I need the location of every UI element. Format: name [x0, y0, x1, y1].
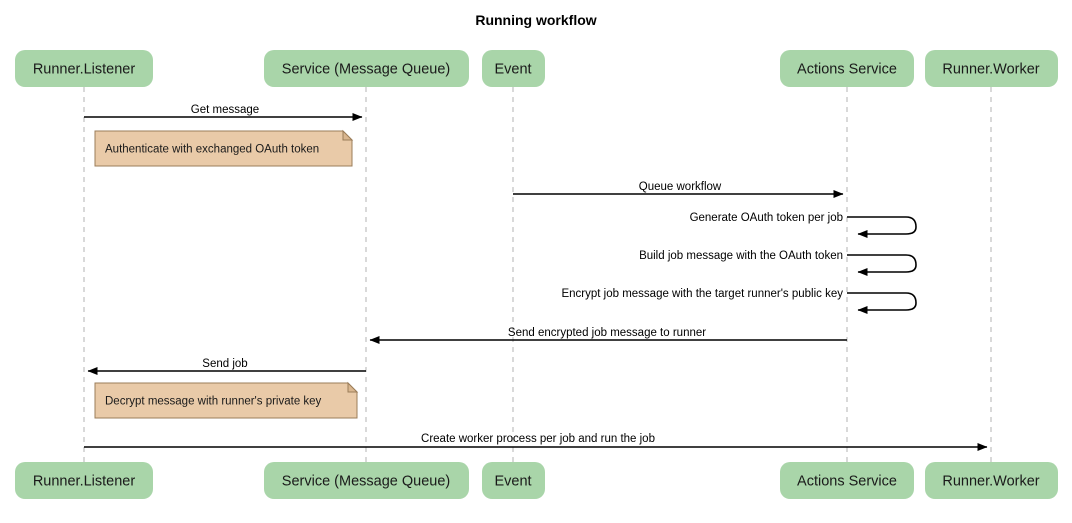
participant-label: Service (Message Queue): [282, 61, 450, 77]
participants-footer: Runner.Listener Service (Message Queue) …: [15, 462, 1058, 499]
participant-box[interactable]: [482, 50, 545, 87]
participant-service-message-queue-top[interactable]: Service (Message Queue): [264, 50, 469, 87]
participant-label: Runner.Listener: [33, 473, 136, 489]
note-authenticate: Authenticate with exchanged OAuth token: [94, 129, 354, 167]
page-title: Running workflow: [475, 12, 596, 28]
participant-event-bottom[interactable]: Event: [482, 462, 545, 499]
self-loop-arrow[interactable]: [847, 292, 917, 314]
participant-box[interactable]: [264, 50, 469, 87]
participant-box[interactable]: [482, 462, 545, 499]
message-label: Get message: [191, 104, 259, 116]
participant-runner-worker-bottom[interactable]: Runner.Worker: [925, 462, 1058, 499]
participant-label: Runner.Worker: [942, 473, 1039, 489]
participant-runner-listener-bottom[interactable]: Runner.Listener: [15, 462, 153, 499]
participant-box[interactable]: [264, 462, 469, 499]
participant-box[interactable]: [780, 50, 914, 87]
message-label: Generate OAuth token per job: [690, 212, 843, 224]
note-shape: [94, 382, 358, 419]
participant-box[interactable]: [15, 462, 153, 499]
participant-box[interactable]: [15, 50, 153, 87]
note-decrypt: Decrypt message with runner's private ke…: [94, 381, 359, 419]
message-get-message[interactable]: Get message: [84, 104, 363, 121]
note-fold-corner-icon: [347, 381, 359, 393]
participant-box[interactable]: [780, 462, 914, 499]
participant-runner-worker-top[interactable]: Runner.Worker: [925, 50, 1058, 87]
self-loop-arrow[interactable]: [847, 254, 917, 276]
message-label: Encrypt job message with the target runn…: [561, 288, 843, 300]
participant-actions-service-bottom[interactable]: Actions Service: [780, 462, 914, 499]
message-create-worker-process[interactable]: Create worker process per job and run th…: [84, 433, 988, 451]
participant-label: Actions Service: [797, 473, 897, 489]
participant-label: Service (Message Queue): [282, 473, 450, 489]
message-queue-workflow[interactable]: Queue workflow: [513, 181, 844, 198]
message-label: Create worker process per job and run th…: [421, 433, 655, 445]
message-label: Build job message with the OAuth token: [639, 250, 843, 262]
message-send-encrypted-job-message[interactable]: Send encrypted job message to runner: [369, 327, 847, 344]
note-shape: [94, 130, 353, 167]
message-send-job[interactable]: Send job: [87, 358, 366, 375]
message-label: Send job: [202, 358, 247, 370]
participant-event-top[interactable]: Event: [482, 50, 545, 87]
participant-label: Event: [494, 61, 531, 77]
participant-label: Actions Service: [797, 61, 897, 77]
participant-service-message-queue-bottom[interactable]: Service (Message Queue): [264, 462, 469, 499]
message-generate-oauth-token[interactable]: Generate OAuth token per job: [690, 212, 917, 238]
note-fold-corner-icon: [342, 129, 354, 141]
participant-label: Runner.Listener: [33, 61, 136, 77]
message-label: Send encrypted job message to runner: [508, 327, 706, 339]
participant-box[interactable]: [925, 462, 1058, 499]
message-label: Queue workflow: [639, 181, 722, 193]
participant-label: Runner.Worker: [942, 61, 1039, 77]
message-build-job-message[interactable]: Build job message with the OAuth token: [639, 250, 917, 276]
participant-box[interactable]: [925, 50, 1058, 87]
self-loop-arrow[interactable]: [847, 216, 917, 238]
participant-runner-listener-top[interactable]: Runner.Listener: [15, 50, 153, 87]
message-encrypt-job-message[interactable]: Encrypt job message with the target runn…: [561, 288, 917, 314]
note-text: Authenticate with exchanged OAuth token: [105, 144, 319, 156]
participant-label: Event: [494, 473, 531, 489]
lifelines-group: [83, 87, 992, 462]
participants-header: Runner.Listener Service (Message Queue) …: [15, 50, 1058, 87]
note-text: Decrypt message with runner's private ke…: [105, 396, 322, 408]
participant-actions-service-top[interactable]: Actions Service: [780, 50, 914, 87]
